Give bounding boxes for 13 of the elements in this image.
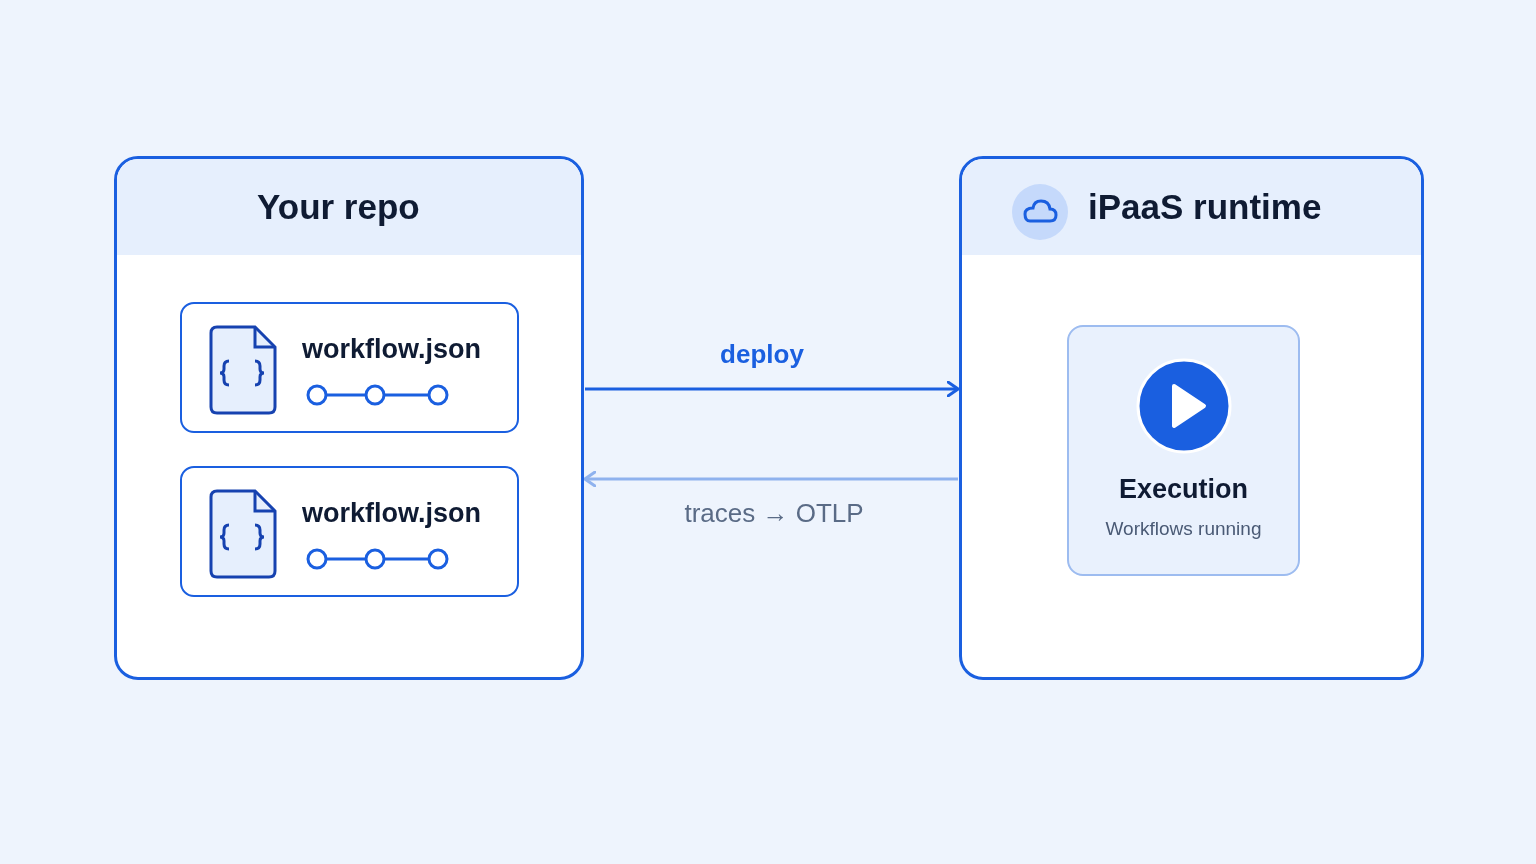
status-card [1067, 325, 1300, 576]
card-title: workflow.json [302, 498, 481, 529]
file-card [180, 466, 519, 597]
panel-title: iPaaS runtime [1088, 187, 1322, 227]
card-title: workflow.json [302, 334, 481, 365]
file-card [180, 302, 519, 433]
container-panel [114, 156, 584, 680]
panel-title: Your repo [257, 187, 420, 227]
card-title: Execution [1118, 474, 1249, 505]
arrow [583, 470, 958, 488]
arrow [585, 380, 960, 398]
card-subtitle: Workflows running [1104, 518, 1263, 540]
container-panel [959, 156, 1424, 680]
